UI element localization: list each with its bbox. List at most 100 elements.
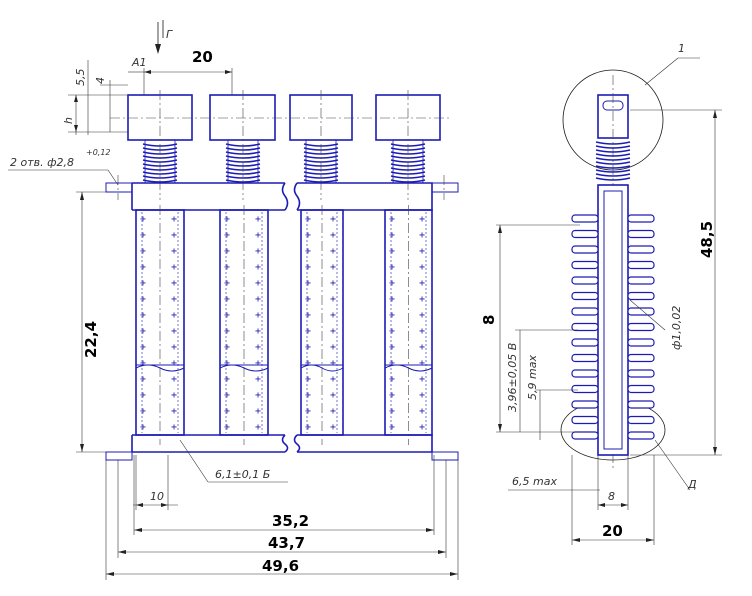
svg-text:+: + — [419, 278, 425, 289]
bottom-bar — [105, 434, 459, 461]
svg-text:+: + — [140, 390, 146, 401]
svg-text:+: + — [389, 246, 395, 257]
svg-text:+: + — [255, 214, 261, 225]
fin-pair — [571, 260, 655, 270]
svg-text:+: + — [224, 358, 230, 369]
svg-text:+: + — [224, 342, 230, 353]
svg-text:+: + — [330, 358, 336, 369]
svg-text:+: + — [330, 230, 336, 241]
svg-text:+: + — [305, 214, 311, 225]
spring — [225, 90, 261, 200]
svg-text:+: + — [224, 390, 230, 401]
pin-pitch-label: 6,1±0,1 Б — [215, 468, 270, 481]
svg-text:+: + — [305, 294, 311, 305]
svg-text:+: + — [330, 390, 336, 401]
svg-text:+: + — [419, 230, 425, 241]
front-view: + + + + + + + + + + + + + + + + + + + + + + + + + + + + + + + + + + + + + + + +… — [8, 20, 459, 580]
svg-text:+: + — [305, 262, 311, 273]
svg-text:+: + — [305, 374, 311, 385]
svg-text:+: + — [389, 214, 395, 225]
svg-text:+: + — [171, 294, 177, 305]
pin-column: ++++++++++++++++++++++++++++ — [219, 205, 269, 445]
svg-text:+: + — [171, 230, 177, 241]
svg-text:+: + — [224, 230, 230, 241]
dim-8-small-label: 8 — [608, 490, 615, 503]
svg-text:+: + — [330, 262, 336, 273]
svg-text:+: + — [255, 230, 261, 241]
svg-text:+: + — [389, 262, 395, 273]
svg-text:+: + — [255, 262, 261, 273]
svg-text:+: + — [140, 326, 146, 337]
fin-pair — [571, 322, 655, 332]
dim-width-total: 49,6 — [262, 557, 299, 575]
svg-text:+: + — [330, 342, 336, 353]
svg-text:+: + — [305, 342, 311, 353]
svg-text:+: + — [330, 246, 336, 257]
svg-text:+: + — [419, 246, 425, 257]
side-spring — [595, 141, 631, 181]
dim-width-right: 20 — [602, 522, 623, 540]
svg-text:+: + — [305, 358, 311, 369]
side-fins — [571, 214, 655, 440]
svg-text:+: + — [419, 358, 425, 369]
svg-text:+: + — [330, 294, 336, 305]
fin-pair — [571, 431, 655, 440]
svg-text:+: + — [171, 358, 177, 369]
svg-text:+: + — [140, 406, 146, 417]
svg-text:+: + — [171, 406, 177, 417]
svg-text:+: + — [224, 262, 230, 273]
svg-text:+: + — [305, 278, 311, 289]
fin-pair — [571, 229, 655, 239]
dim-height-left: 22,4 — [82, 321, 100, 358]
fin-pair — [571, 276, 655, 285]
svg-text:+: + — [305, 326, 311, 337]
svg-text:+: + — [140, 214, 146, 225]
svg-text:+: + — [389, 342, 395, 353]
svg-text:+: + — [255, 278, 261, 289]
spring — [303, 90, 339, 200]
svg-text:+: + — [224, 422, 230, 433]
svg-text:+: + — [171, 278, 177, 289]
a1-label: A1 — [131, 56, 147, 69]
svg-text:+: + — [389, 278, 395, 289]
svg-text:+: + — [419, 406, 425, 417]
svg-text:+: + — [330, 278, 336, 289]
fin-pair — [571, 400, 655, 409]
callout-d-label: Д — [687, 478, 697, 491]
svg-text:+: + — [224, 278, 230, 289]
pin-diam-label: ф1,0,02 — [670, 306, 683, 350]
fin-pair — [571, 307, 655, 316]
svg-text:+: + — [140, 342, 146, 353]
holes-label: 2 отв. ф2,8 — [10, 156, 74, 169]
svg-text:+: + — [305, 406, 311, 417]
springs — [142, 90, 426, 200]
svg-text:+: + — [305, 390, 311, 401]
dim-pitch-right: 8 — [480, 315, 498, 325]
svg-text:+: + — [419, 342, 425, 353]
svg-text:+: + — [419, 214, 425, 225]
svg-text:+: + — [171, 342, 177, 353]
top-bar — [105, 175, 459, 211]
fin-pair — [571, 369, 655, 378]
svg-text:+: + — [330, 406, 336, 417]
callout-1-label: 1 — [678, 42, 685, 55]
svg-text:+: + — [140, 230, 146, 241]
svg-text:+: + — [171, 214, 177, 225]
svg-text:+: + — [255, 390, 261, 401]
svg-text:+: + — [419, 374, 425, 385]
svg-text:+: + — [389, 230, 395, 241]
svg-text:+: + — [255, 310, 261, 321]
dim-h-label: h — [62, 117, 75, 124]
svg-text:+: + — [255, 358, 261, 369]
svg-text:+: + — [389, 406, 395, 417]
svg-text:+: + — [419, 262, 425, 273]
dim-width-mid: 43,7 — [268, 534, 305, 552]
svg-text:+: + — [171, 422, 177, 433]
fin-pair — [571, 338, 655, 347]
svg-text:+: + — [330, 326, 336, 337]
italic-dimension-labels: Г A1 5,5 4 h 2 отв. ф2,8 +0,12 6,1±0,1 Б… — [10, 28, 697, 503]
bold-dimension-labels: 20 22,4 35,2 43,7 49,6 48,5 8 20 — [82, 48, 716, 575]
spring — [390, 90, 426, 200]
svg-text:+: + — [224, 374, 230, 385]
svg-text:+: + — [255, 294, 261, 305]
